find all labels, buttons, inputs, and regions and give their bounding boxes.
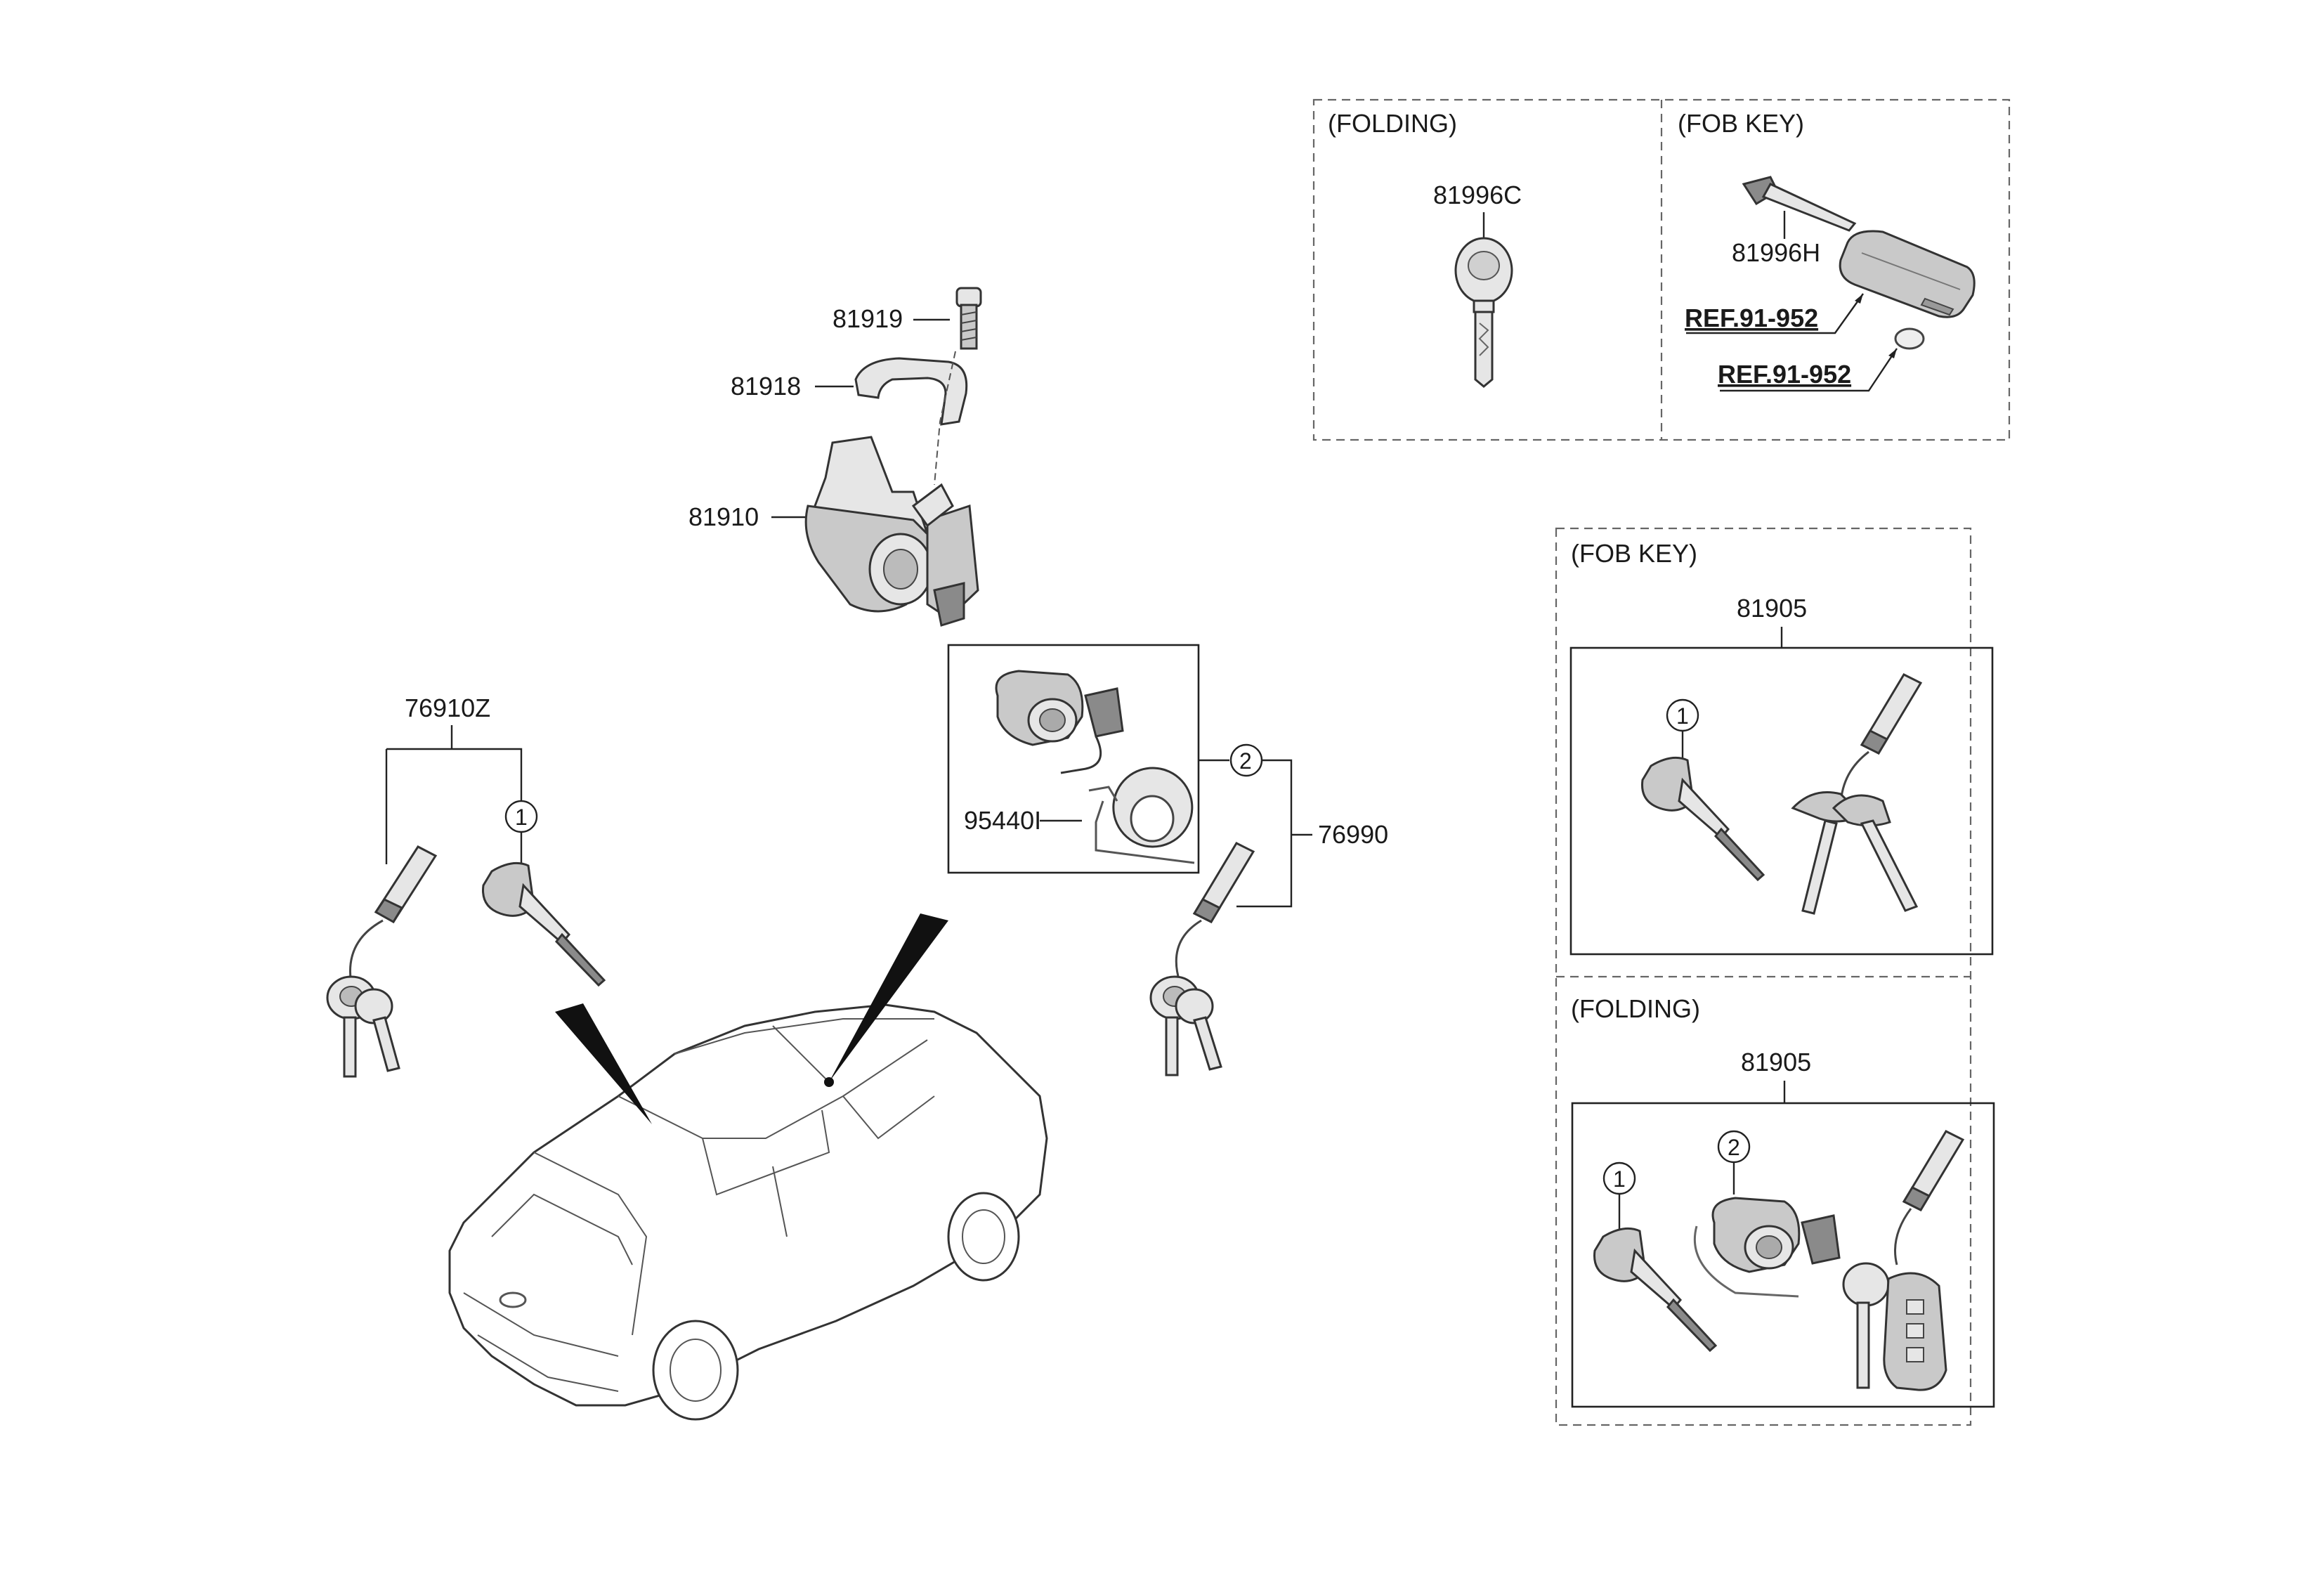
ignition-lock-group: 81919 81918 81910 xyxy=(688,287,982,627)
key-pair-icon xyxy=(1149,975,1222,1076)
folding-key-set-box xyxy=(1571,1102,1995,1408)
pointer-to-door-lock xyxy=(555,1003,652,1124)
section-title-folding-set: (FOLDING) xyxy=(1571,994,1700,1023)
ignition-lock-body-icon xyxy=(804,436,979,627)
callout-number-2: 2 xyxy=(1239,748,1252,774)
door-lock-key-set-group: 76910Z 1 xyxy=(326,694,606,1078)
ref-label-battery: REF.91-952 xyxy=(1718,360,1851,389)
coin-battery-icon xyxy=(1894,327,1925,350)
key-pair-icon xyxy=(326,975,400,1078)
part-number-95440i: 95440I xyxy=(964,806,1041,835)
part-number-81910: 81910 xyxy=(688,502,759,531)
key-tag-icon xyxy=(1860,673,1923,755)
part-number-76990: 76990 xyxy=(1318,820,1388,849)
key-tag-icon xyxy=(374,845,438,924)
pointer-to-ignition xyxy=(829,913,948,1082)
emergency-key-pair-icon xyxy=(1791,791,1919,915)
callout-number-1: 1 xyxy=(1613,1166,1626,1192)
callout-number-1: 1 xyxy=(515,805,528,830)
vehicle-outline-illustration xyxy=(448,1003,1048,1421)
ignition-switch-icon xyxy=(1693,1197,1841,1298)
part-number-76910z: 76910Z xyxy=(405,694,490,722)
key-set-variants-panel: (FOB KEY) (FOLDING) 81905 1 81905 1 xyxy=(1555,527,1995,1426)
part-number-81996h: 81996H xyxy=(1732,238,1820,267)
key-tag-icon xyxy=(1192,842,1255,923)
door-lock-cylinder-icon xyxy=(1641,756,1765,882)
immobilizer-antenna-icon xyxy=(1088,767,1195,864)
part-number-81918: 81918 xyxy=(731,372,801,401)
key-variants-box: (FOLDING) (FOB KEY) 81996C 81996H REF.91 xyxy=(1312,98,2011,441)
ignition-switch-icon xyxy=(995,670,1124,774)
part-number-81905-folding: 81905 xyxy=(1741,1048,1811,1076)
section-title-folding: (FOLDING) xyxy=(1328,109,1457,138)
part-number-81905-fob: 81905 xyxy=(1737,594,1807,623)
ref-label-fob: REF.91-952 xyxy=(1685,304,1818,332)
part-number-81919: 81919 xyxy=(833,304,903,333)
folding-key-blank-icon xyxy=(1454,237,1513,388)
section-title-fob-key-set: (FOB KEY) xyxy=(1571,539,1697,568)
folding-remote-key-icon xyxy=(1842,1262,1947,1391)
key-tag-icon xyxy=(1902,1130,1965,1211)
door-lock-cylinder-icon xyxy=(1593,1227,1718,1353)
immobilizer-group: 95440I 2 76990 xyxy=(947,644,1388,1076)
callout-number-2: 2 xyxy=(1728,1135,1740,1160)
callout-number-1: 1 xyxy=(1676,703,1689,729)
bolt-icon xyxy=(955,287,982,350)
fob-key-set-box xyxy=(1569,646,1994,956)
part-number-81996c: 81996C xyxy=(1433,181,1522,209)
door-lock-cylinder-icon xyxy=(482,861,606,987)
section-title-fob-key: (FOB KEY) xyxy=(1678,109,1804,138)
smart-fob-icon xyxy=(1839,230,1976,318)
emergency-key-insert-icon xyxy=(1742,176,1857,232)
clamp-bracket-icon xyxy=(854,357,968,426)
